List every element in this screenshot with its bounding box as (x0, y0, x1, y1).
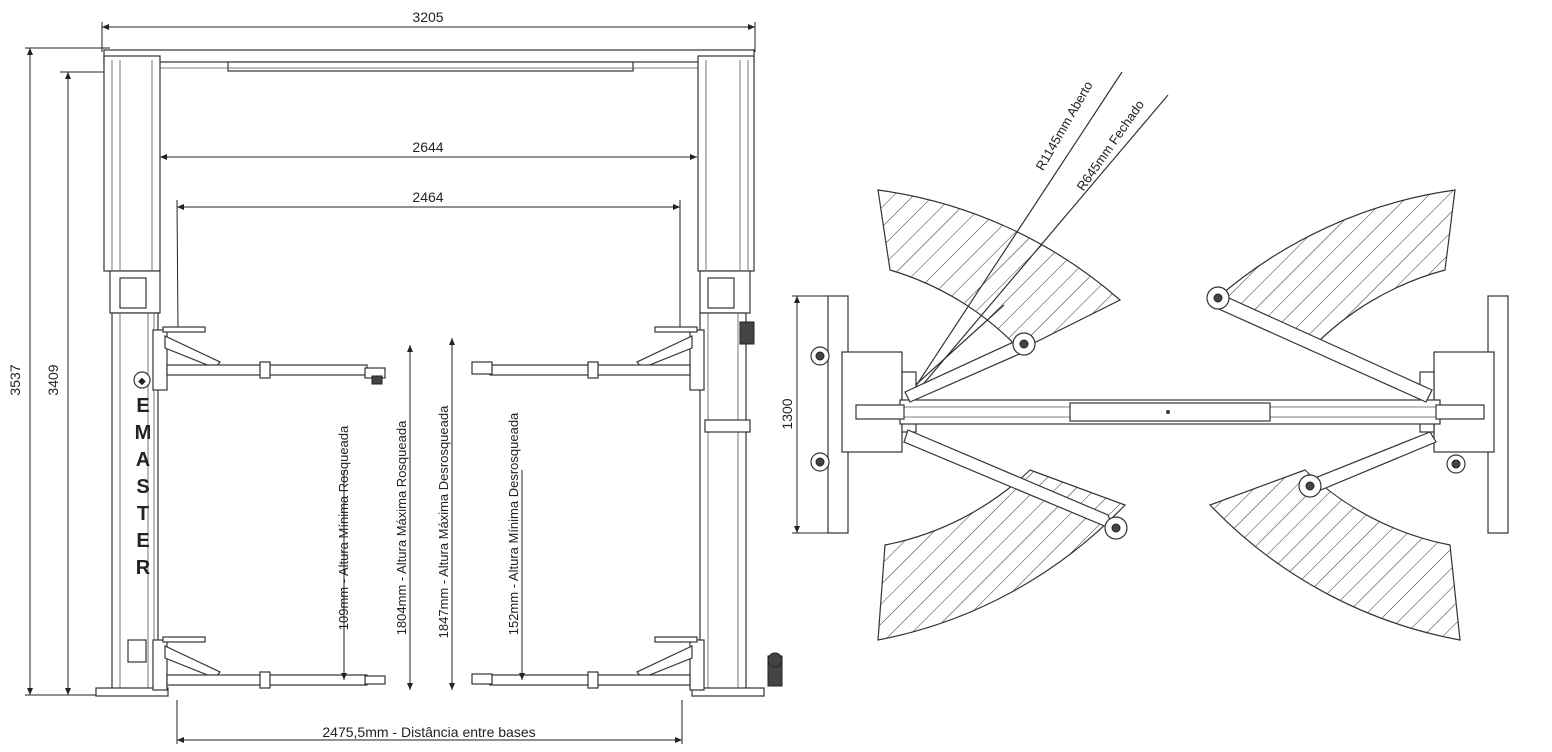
lower-arms (127, 636, 783, 691)
left-column-top (841, 351, 903, 453)
right-column (691, 55, 765, 697)
dim-base-distance: 2475,5mm - Distância entre bases (322, 724, 535, 740)
right-column-top (1433, 351, 1495, 453)
dim-inner-width-2: 2464 (412, 189, 443, 205)
label-max-unthreaded: 1847mm - Altura Máxima Desrosqueada (436, 405, 451, 638)
dim-inner-width-1: 2644 (412, 139, 443, 155)
swing-area-top-right (1213, 189, 1456, 351)
upper-arms (152, 326, 705, 391)
top-crossbeam (103, 49, 755, 63)
brand-letter: A (136, 449, 150, 471)
swing-area-bottom-left (877, 469, 1127, 641)
label-min-unthreaded: 152mm - Altura Mínima Desrosqueada (506, 412, 521, 635)
front-view: 3205 2644 2464 3537 3409 (7, 9, 783, 744)
brand-letter: M (135, 422, 152, 444)
brand-letter: E (136, 395, 149, 417)
dim-column-height: 3409 (45, 364, 61, 395)
dim-overall-height: 3537 (7, 364, 23, 395)
label-radius-closed: R645mm Fechado (1073, 97, 1147, 193)
dim-top-width: 1300 (779, 398, 795, 429)
label-max-threaded: 1804mm - Altura Máxima Rosqueada (394, 420, 409, 635)
swing-area-top-left (877, 189, 1122, 351)
swing-area-bottom-right (1208, 469, 1461, 641)
top-bar (227, 61, 634, 72)
brand-logo-icon (133, 371, 151, 389)
left-column (95, 55, 169, 697)
top-view-arms (903, 286, 1437, 540)
brand-letter: R (136, 557, 151, 579)
label-min-threaded: 109mm - Altura Mínima Rosqueada (336, 425, 351, 630)
dim-overall-width: 3205 (412, 9, 443, 25)
brand-letter: T (137, 503, 149, 525)
brand-letter: E (136, 530, 149, 552)
brand-letter: S (136, 476, 149, 498)
top-view: R1145mm Aberto R645mm Fechado 1300 (779, 71, 1509, 641)
svg-text:◆: ◆ (138, 376, 146, 387)
